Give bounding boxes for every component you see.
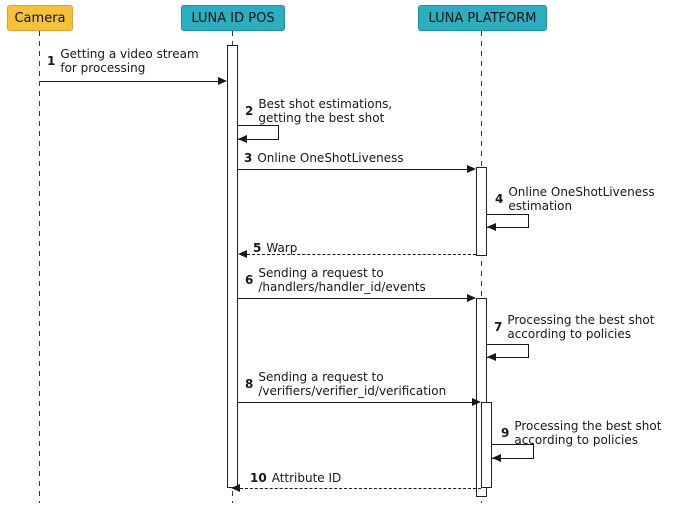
message-9-label: 9 Processing the best shot according to … [501, 419, 661, 447]
lifeline-luna-platform [481, 31, 482, 503]
message-8-number: 8 [245, 377, 254, 391]
message-6-label: 6 Sending a request to /handlers/handler… [245, 266, 426, 294]
participant-camera-label: Camera [14, 10, 66, 26]
participant-luna-platform: LUNA PLATFORM [418, 5, 547, 31]
arrowhead-right-icon [467, 294, 476, 302]
participant-camera: Camera [7, 5, 73, 31]
message-2-self-loop [238, 125, 279, 140]
message-10-label: 10 Attribute ID [250, 471, 341, 485]
lifeline-camera [39, 31, 40, 503]
message-7-text-line2: according to policies [507, 327, 632, 341]
message-4-number: 4 [495, 192, 504, 206]
message-9-number: 9 [501, 426, 510, 440]
message-4-self-loop [487, 214, 529, 228]
arrowhead-right-icon [467, 165, 476, 173]
activation-bar-luna-id-pos [227, 45, 238, 488]
arrowhead-right-icon [218, 77, 227, 85]
arrowhead-left-icon [487, 353, 496, 361]
message-1-arrow [40, 81, 218, 82]
message-7-text-line1: Processing the best shot [507, 313, 655, 327]
message-7-number: 7 [494, 320, 503, 334]
message-9-text-line2: according to policies [514, 433, 639, 447]
message-9-self-loop [492, 444, 534, 459]
message-2-text-line2: getting the best shot [258, 111, 385, 125]
message-6-arrow [238, 298, 467, 299]
participant-luna-id-pos-label: LUNA ID POS [191, 10, 275, 26]
arrowhead-left-icon [492, 454, 501, 462]
message-6-text-line1: Sending a request to [258, 266, 384, 280]
message-1-text-line1: Getting a video stream [60, 47, 199, 61]
message-2-number: 2 [245, 104, 254, 118]
message-8-text-line1: Sending a request to [258, 370, 384, 384]
message-4-label: 4 Online OneShotLiveness estimation [495, 185, 655, 213]
message-5-arrow [247, 254, 476, 255]
message-5-number: 5 [253, 241, 262, 255]
message-10-arrow [240, 488, 481, 489]
message-5-label: 5 Warp [253, 241, 297, 255]
message-3-arrow [238, 169, 467, 170]
message-1-label: 1 Getting a video stream for processing [47, 47, 199, 75]
message-9-text-line1: Processing the best shot [514, 419, 662, 433]
message-3-number: 3 [244, 151, 253, 165]
message-5-text-line1: Warp [266, 241, 298, 255]
arrowhead-left-icon [231, 484, 240, 492]
message-4-text-line2: estimation [508, 199, 573, 213]
message-8-arrow [238, 402, 472, 403]
message-7-self-loop [487, 344, 529, 358]
arrowhead-right-icon [472, 398, 481, 406]
arrowhead-left-icon [238, 250, 247, 258]
message-2-text-line1: Best shot estimations, [258, 97, 393, 111]
message-1-number: 1 [47, 54, 56, 68]
message-6-number: 6 [245, 273, 254, 287]
message-6-text-line2: /handlers/handler_id/events [258, 280, 426, 294]
message-3-label: 3 Online OneShotLiveness [244, 151, 404, 165]
message-10-number: 10 [250, 471, 267, 485]
activation-bar-luna-platform-2 [476, 298, 487, 497]
message-7-label: 7 Processing the best shot according to … [494, 313, 654, 341]
participant-luna-platform-label: LUNA PLATFORM [428, 10, 537, 26]
message-8-label: 8 Sending a request to /verifiers/verifi… [245, 370, 446, 398]
message-1-text-line2: for processing [60, 61, 146, 75]
arrowhead-left-icon [487, 223, 496, 231]
activation-bar-luna-platform-nested [481, 402, 492, 488]
participant-luna-id-pos: LUNA ID POS [181, 5, 285, 31]
message-3-text-line1: Online OneShotLiveness [257, 151, 404, 165]
message-2-label: 2 Best shot estimations, getting the bes… [245, 97, 392, 125]
activation-bar-luna-platform-1 [476, 167, 487, 256]
arrowhead-left-icon [238, 135, 247, 143]
message-10-text-line1: Attribute ID [271, 471, 342, 485]
message-4-text-line1: Online OneShotLiveness [508, 185, 655, 199]
message-8-text-line2: /verifiers/verifier_id/verification [258, 384, 447, 398]
